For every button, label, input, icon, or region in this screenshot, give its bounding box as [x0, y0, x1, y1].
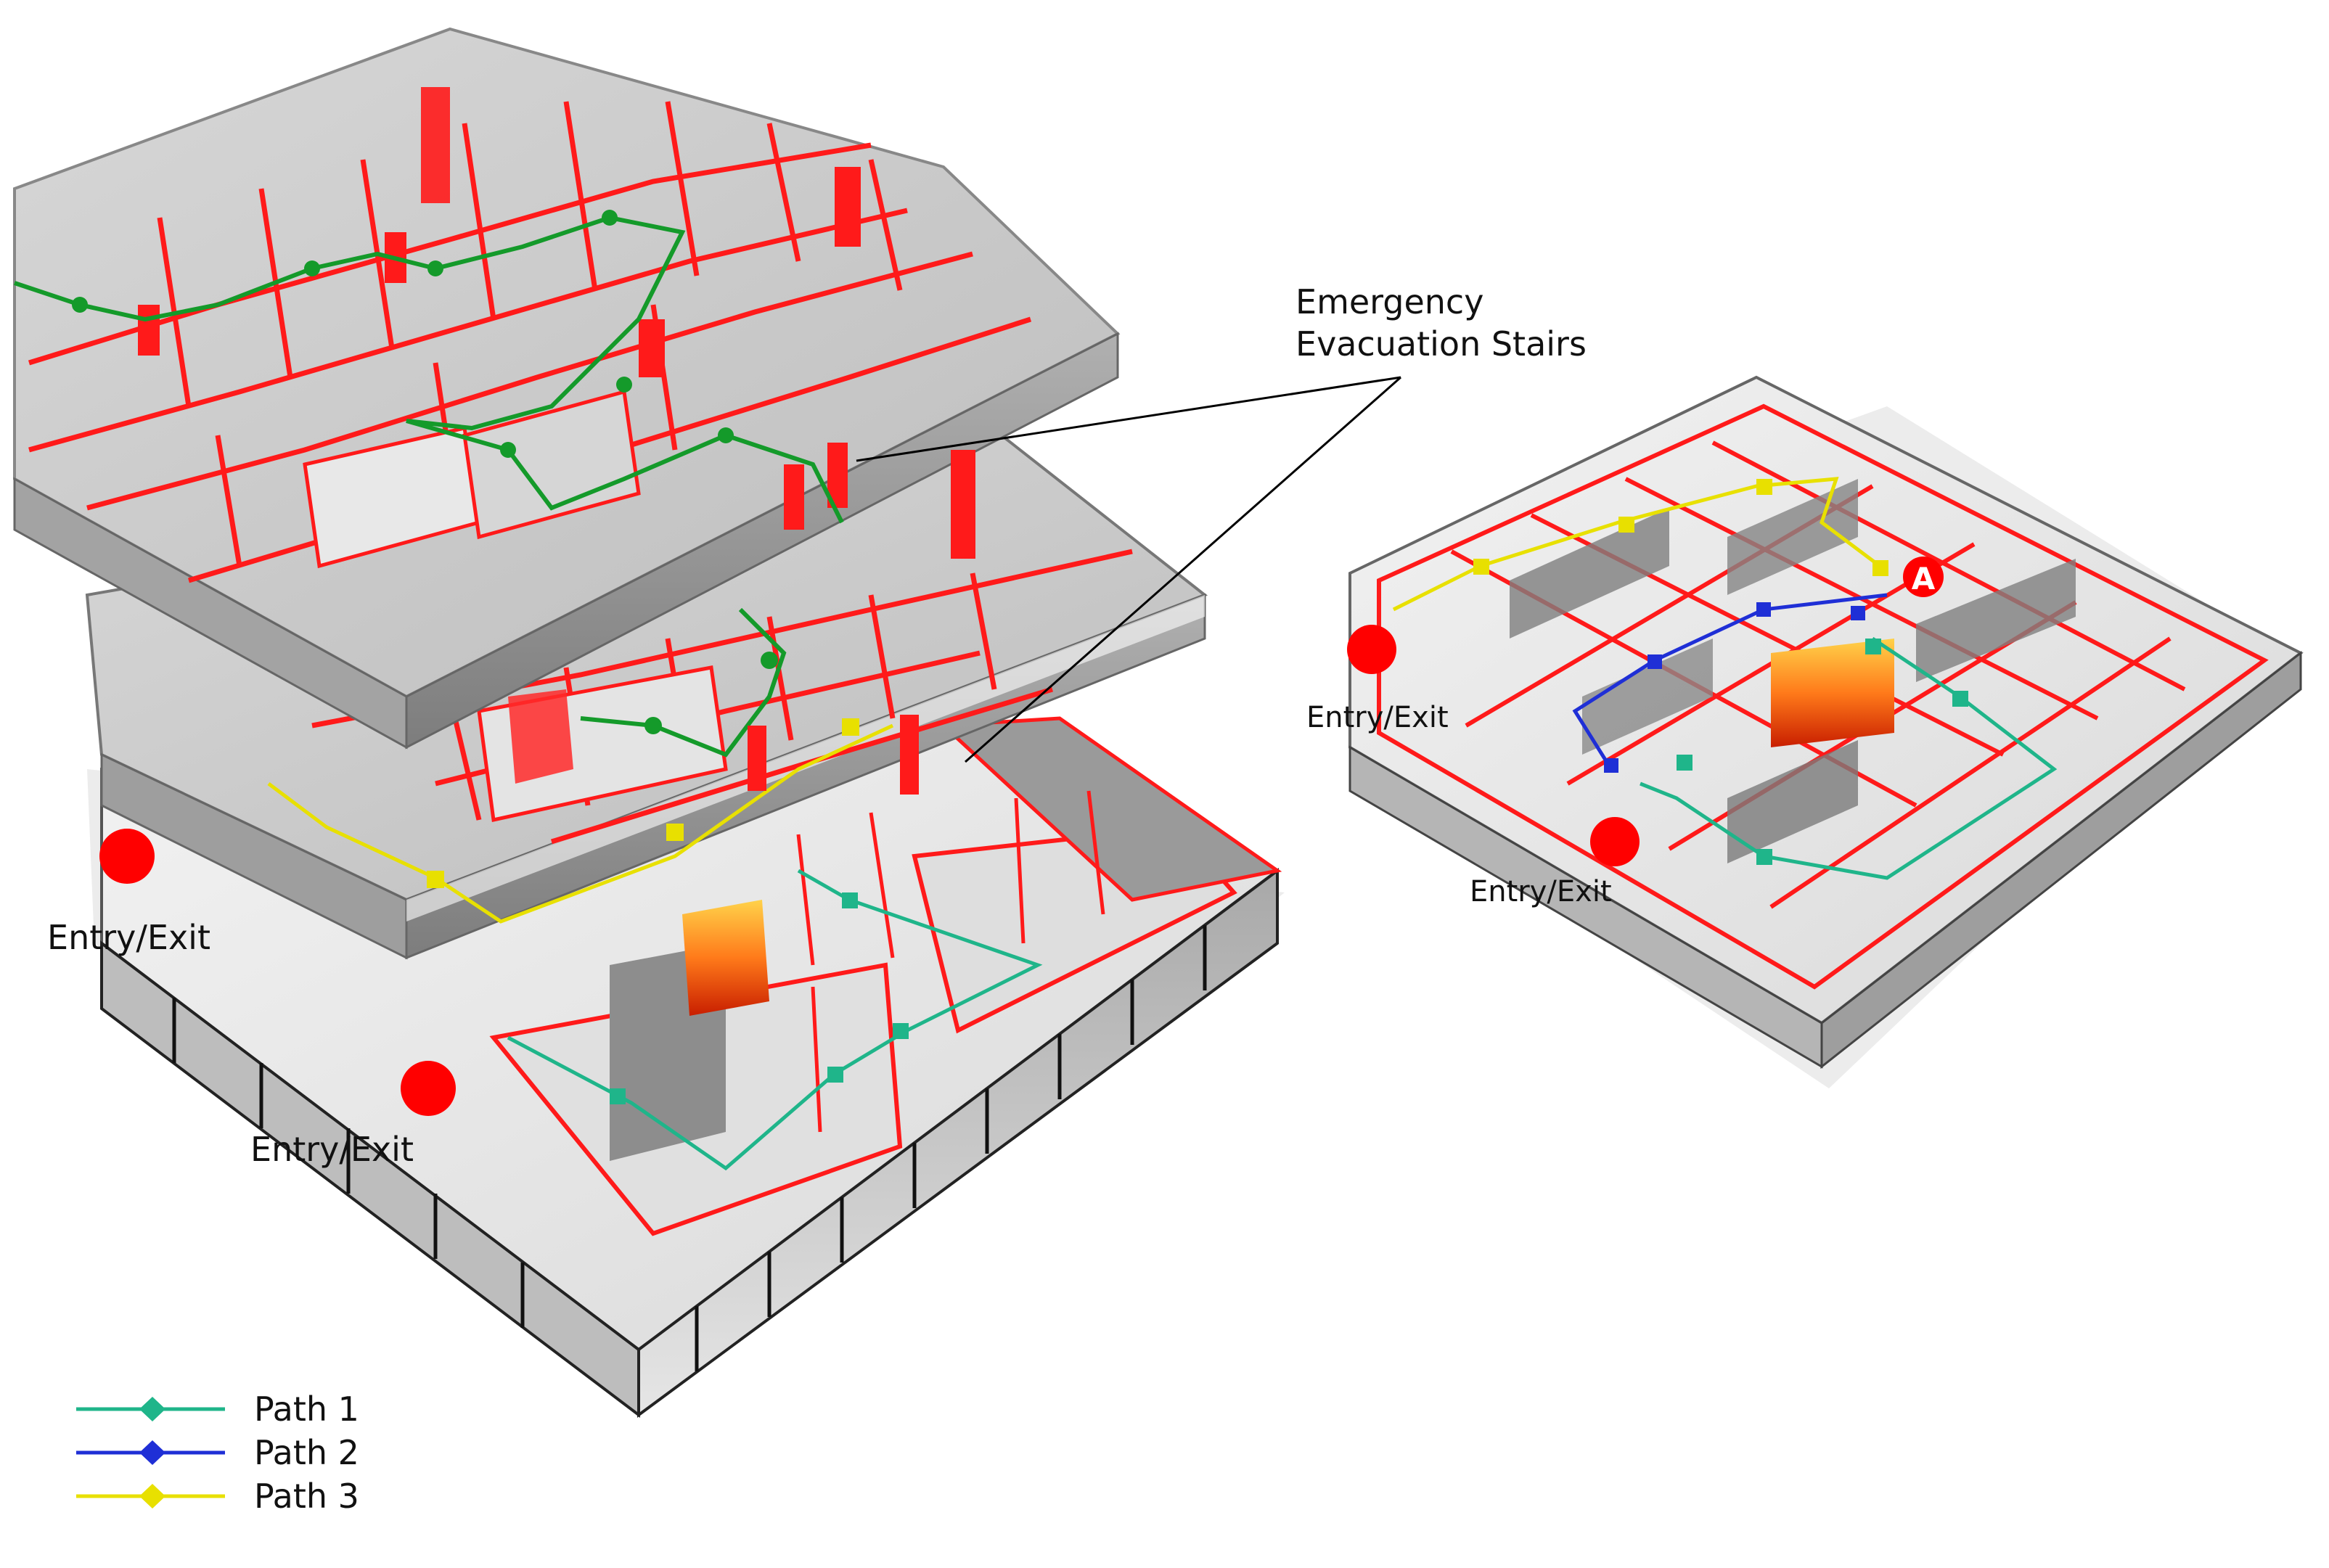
stair-left	[784, 464, 804, 530]
legend-item-path-3: Path 3	[76, 1477, 359, 1516]
callout-line-2: Evacuation Stairs	[1296, 324, 1587, 364]
fire-hazard	[682, 900, 769, 1016]
legend-item-path-1: Path 1	[76, 1390, 359, 1429]
top-floor	[13, 27, 1121, 750]
legend-label-path-1: Path 1	[254, 1390, 359, 1429]
exit-dot-left-lower	[401, 1061, 456, 1116]
legend-label-path-2: Path 2	[254, 1433, 359, 1472]
legend-marker-path-3	[139, 1484, 165, 1509]
callout-leader-1	[856, 376, 1401, 462]
marker-a: A	[1903, 557, 1944, 597]
marker-a-label: A	[1912, 561, 1936, 596]
exit-dot-right-upper	[1347, 625, 1396, 674]
legend-marker-path-1	[139, 1397, 165, 1421]
ground-floor	[100, 716, 1282, 1419]
legend: Path 1 Path 2 Path 3	[76, 1390, 359, 1516]
legend-item-path-2: Path 2	[76, 1433, 359, 1472]
fire-hazard-right	[1771, 639, 1894, 747]
exit-dot-left-upper	[99, 829, 155, 884]
callout-line-1: Emergency	[1296, 282, 1483, 321]
stair-right	[951, 450, 975, 559]
exit-label-left-lower: Entry/Exit	[250, 1130, 414, 1169]
exit-label-right-lower: Entry/Exit	[1470, 875, 1612, 908]
legend-label-path-3: Path 3	[254, 1477, 359, 1516]
exit-dot-right-lower	[1590, 817, 1640, 866]
exit-label-left-upper: Entry/Exit	[47, 918, 210, 957]
left-building	[13, 27, 1285, 1419]
callout-leader-2	[965, 376, 1401, 763]
stairs-callout: Emergency Evacuation Stairs	[856, 282, 1587, 763]
legend-marker-path-2	[139, 1440, 165, 1465]
exit-label-right-upper: Entry/Exit	[1306, 701, 1449, 734]
right-building: A	[1347, 375, 2304, 1088]
